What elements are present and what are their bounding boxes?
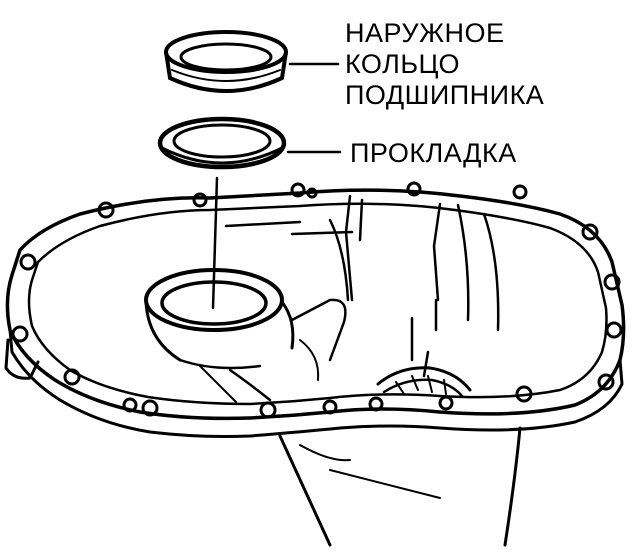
- internal-ribs: [224, 194, 500, 378]
- label-gasket: ПРОКЛАДКА: [350, 138, 517, 168]
- transmission-housing: [4, 188, 626, 547]
- label-bearing-line-1: НАРУЖНОЕ: [345, 18, 505, 48]
- flange-bolt-holes: [11, 181, 623, 419]
- bearing-outer-ring: [164, 30, 288, 93]
- bearing-bore: [144, 268, 347, 403]
- label-bearing-outer-ring: НАРУЖНОЕ КОЛЬЦО ПОДШИПНИКА: [345, 18, 544, 111]
- label-bearing-line-2: КОЛЬЦО: [345, 49, 460, 79]
- label-bearing-line-3: ПОДШИПНИКА: [345, 80, 545, 110]
- gasket: [157, 116, 287, 170]
- assembly-axis: [211, 176, 219, 310]
- internal-boss: [376, 366, 472, 398]
